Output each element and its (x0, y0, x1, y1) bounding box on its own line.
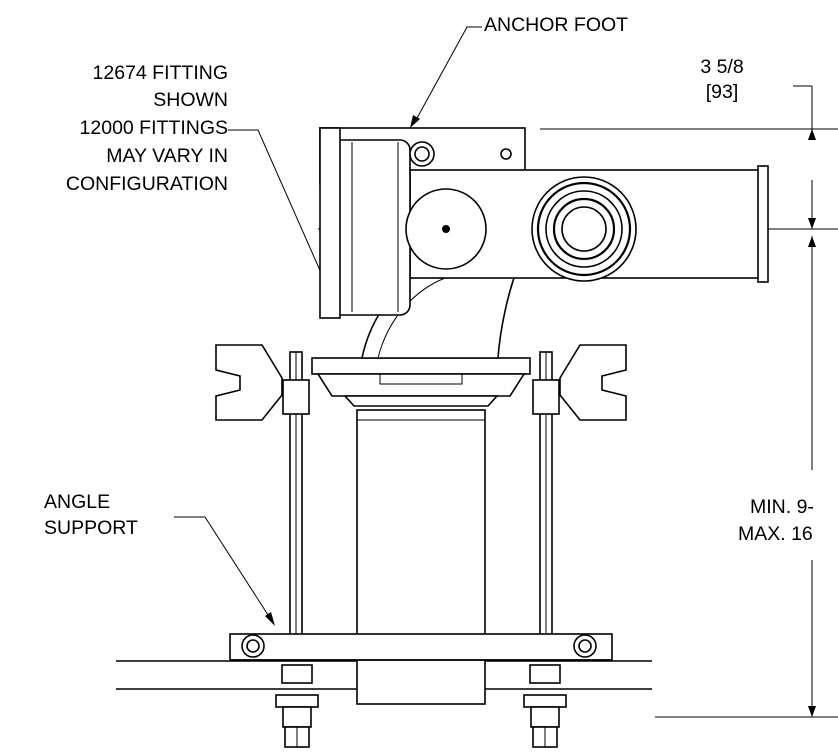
bottom-bolts (275, 664, 567, 748)
fitting-label-line-4: MAY VARY IN (106, 145, 228, 167)
fitting-label-line-1: 12674 FITTING (92, 62, 228, 84)
fitting-label-line-3: 12000 FITTINGS (79, 117, 228, 139)
fitting-flange (319, 127, 435, 319)
threaded-rods (289, 351, 553, 653)
dimension-height (655, 236, 838, 718)
dimension-top-metric: [93] (705, 81, 739, 103)
angle-support-label-line-1: ANGLE (44, 491, 111, 513)
clamp-arms (215, 344, 627, 421)
dimension-height-max: MAX. 16 (738, 523, 813, 545)
outlet-port (531, 176, 637, 282)
anchor-foot-label: ANCHOR FOOT (484, 14, 629, 36)
fitting-label-line-5: CONFIGURATION (65, 173, 228, 195)
rod-nuts (282, 379, 560, 415)
fitting-leader (228, 129, 329, 292)
saddle-plate (311, 357, 531, 407)
dimension-height-min: MIN. 9- (750, 496, 814, 518)
fitting-label-line-2: SHOWN (153, 89, 228, 111)
angle-support-leader (174, 516, 275, 626)
angle-support-label-line-2: SUPPORT (44, 517, 138, 539)
anchor-foot-leader (410, 26, 482, 128)
angle-support (229, 633, 613, 661)
round-boss (405, 188, 487, 270)
dimension-top-value: 3 5/8 (700, 56, 744, 78)
